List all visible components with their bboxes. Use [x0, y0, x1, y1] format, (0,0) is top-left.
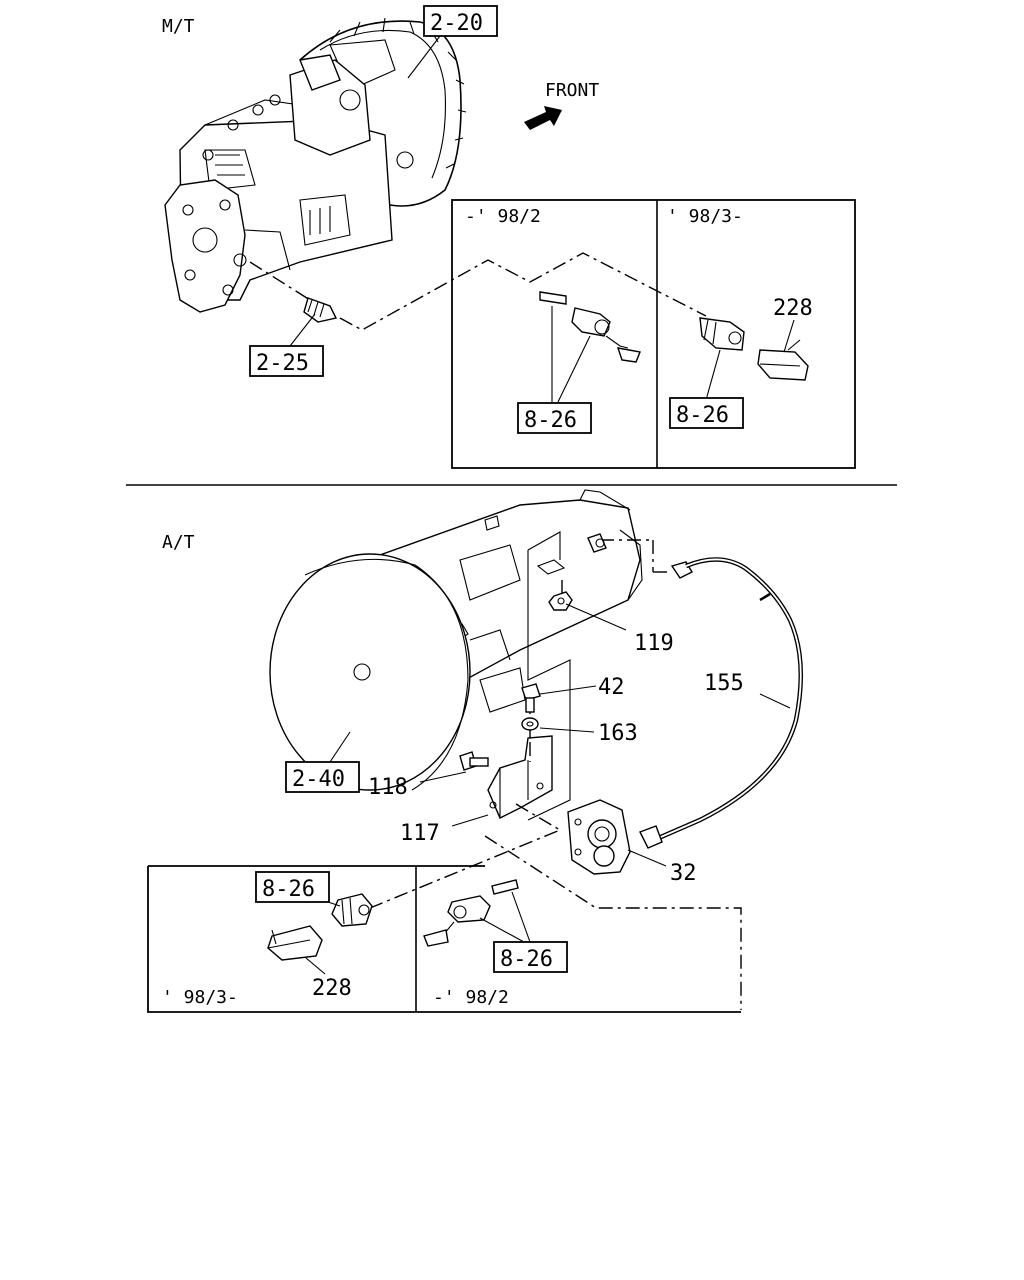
at-inset-title-right: -' 98/2 — [433, 987, 509, 1008]
at-signal-line-early — [484, 835, 742, 1010]
part-label-119: 119 — [634, 631, 674, 656]
part-label-42: 42 — [598, 675, 625, 700]
mt-inset-title-right: ' 98/3- — [667, 206, 743, 227]
section-label-mt: M/T — [162, 16, 195, 37]
part-label-155: 155 — [704, 671, 744, 696]
nut-119-drawing — [548, 591, 627, 631]
front-label: FRONT — [545, 80, 599, 101]
washer-163-drawing — [521, 717, 595, 733]
ref-box-2-25[interactable]: 2-25 — [249, 345, 324, 377]
leader-2-20 — [407, 35, 441, 79]
at-upper-sensor-drawing — [587, 533, 607, 553]
ref-label-2-20: 2-20 — [430, 11, 483, 36]
sensor-unit-32-drawing — [567, 799, 667, 875]
speedometer-cable-drawing — [639, 557, 804, 849]
part-label-32: 32 — [670, 861, 697, 886]
at-signal-line-late — [369, 803, 562, 909]
part-label-117: 117 — [400, 821, 440, 846]
ref-box-8-26-d[interactable]: 8-26 — [493, 941, 568, 973]
clutch-housing-drawing — [299, 17, 467, 207]
ref-box-8-26-a[interactable]: 8-26 — [517, 402, 592, 434]
at-sensor-early-drawing — [423, 879, 531, 947]
at-sensor-late-drawing — [267, 893, 373, 975]
ref-label-8-26-a: 8-26 — [524, 408, 577, 433]
section-label-at: A/T — [162, 532, 195, 553]
ref-label-8-26-d: 8-26 — [500, 947, 553, 972]
part-label-228-bottom: 228 — [312, 976, 352, 1001]
part-label-228-top: 228 — [773, 296, 813, 321]
bolt-42-drawing — [521, 683, 597, 713]
leader-2-25 — [289, 313, 316, 347]
at-inset-box: ' 98/3- -' 98/2 — [147, 865, 741, 1013]
at-inset-title-left: ' 98/3- — [162, 987, 238, 1008]
mt-inset-box: -' 98/2 ' 98/3- — [451, 199, 856, 469]
bracket-117-drawing — [451, 735, 553, 827]
ref-label-8-26-c: 8-26 — [262, 877, 315, 902]
ref-label-8-26-b: 8-26 — [676, 403, 729, 428]
automatic-transmission-drawing — [269, 489, 643, 791]
front-arrow-icon — [524, 106, 562, 130]
part-label-118: 118 — [368, 775, 408, 800]
ref-label-2-25: 2-25 — [256, 351, 309, 376]
bolt-118-drawing — [419, 751, 489, 783]
ref-box-8-26-b[interactable]: 8-26 — [669, 397, 744, 429]
sensor-bracket-plate — [527, 531, 668, 821]
mt-inset-title-left: -' 98/2 — [465, 206, 541, 227]
part-label-163: 163 — [598, 721, 638, 746]
mt-sensor-late-drawing — [699, 317, 809, 401]
mt-sensor-early-drawing — [539, 291, 641, 403]
ref-box-2-20[interactable]: 2-20 — [423, 5, 498, 37]
manual-transmission-drawing — [164, 54, 414, 323]
ref-label-2-40: 2-40 — [292, 767, 345, 792]
mt-signal-line — [339, 252, 707, 331]
leader-2-40 — [329, 731, 351, 763]
ref-box-8-26-c[interactable]: 8-26 — [255, 871, 330, 903]
ref-box-2-40[interactable]: 2-40 — [285, 761, 360, 793]
